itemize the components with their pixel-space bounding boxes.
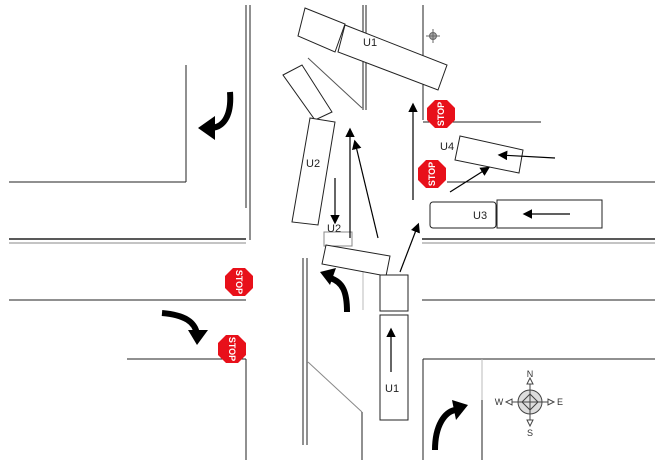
turn-arrow-icon (328, 275, 350, 313)
stop-sign-1: STOP (225, 268, 253, 296)
arrowhead-icon (452, 400, 468, 420)
vehicle-label: U4 (440, 141, 454, 153)
vehicle-u1-initial: U1 (379, 274, 409, 421)
svg-text:STOP: STOP (436, 102, 446, 126)
vehicle-u4: U4 (440, 135, 524, 174)
road-lines (9, 5, 655, 460)
vehicle-u3: U3 (429, 199, 603, 229)
svg-text:STOP: STOP (427, 162, 437, 186)
stop-sign-2: STOP (218, 335, 246, 363)
compass-rose-icon: N S E W (495, 369, 563, 438)
vehicle-label: U2 (306, 158, 320, 170)
svg-text:W: W (495, 397, 504, 407)
vehicle-u2-initial: U2 (321, 223, 391, 277)
turn-arrow-icon (432, 407, 456, 451)
vehicle-label: U1 (363, 37, 377, 49)
vehicle-u2-final: U2 (282, 64, 336, 226)
utility-pole-icon (426, 29, 440, 43)
arrowhead-icon (320, 268, 336, 285)
vehicle-label: U3 (473, 210, 487, 222)
vehicle-u1-final: U1 (297, 7, 448, 91)
svg-text:N: N (527, 369, 534, 379)
stop-sign-4: STOP (418, 160, 446, 188)
vehicle-label: U2 (327, 223, 341, 235)
vehicle-label: U1 (385, 383, 399, 395)
travel-paths (330, 102, 570, 372)
svg-text:STOP: STOP (227, 337, 237, 361)
svg-text:STOP: STOP (234, 270, 244, 294)
arrowhead-icon (198, 116, 215, 140)
svg-text:E: E (557, 397, 563, 407)
svg-text:S: S (527, 428, 533, 438)
stop-sign-3: STOP (427, 100, 455, 128)
arrowhead-icon (188, 330, 208, 345)
